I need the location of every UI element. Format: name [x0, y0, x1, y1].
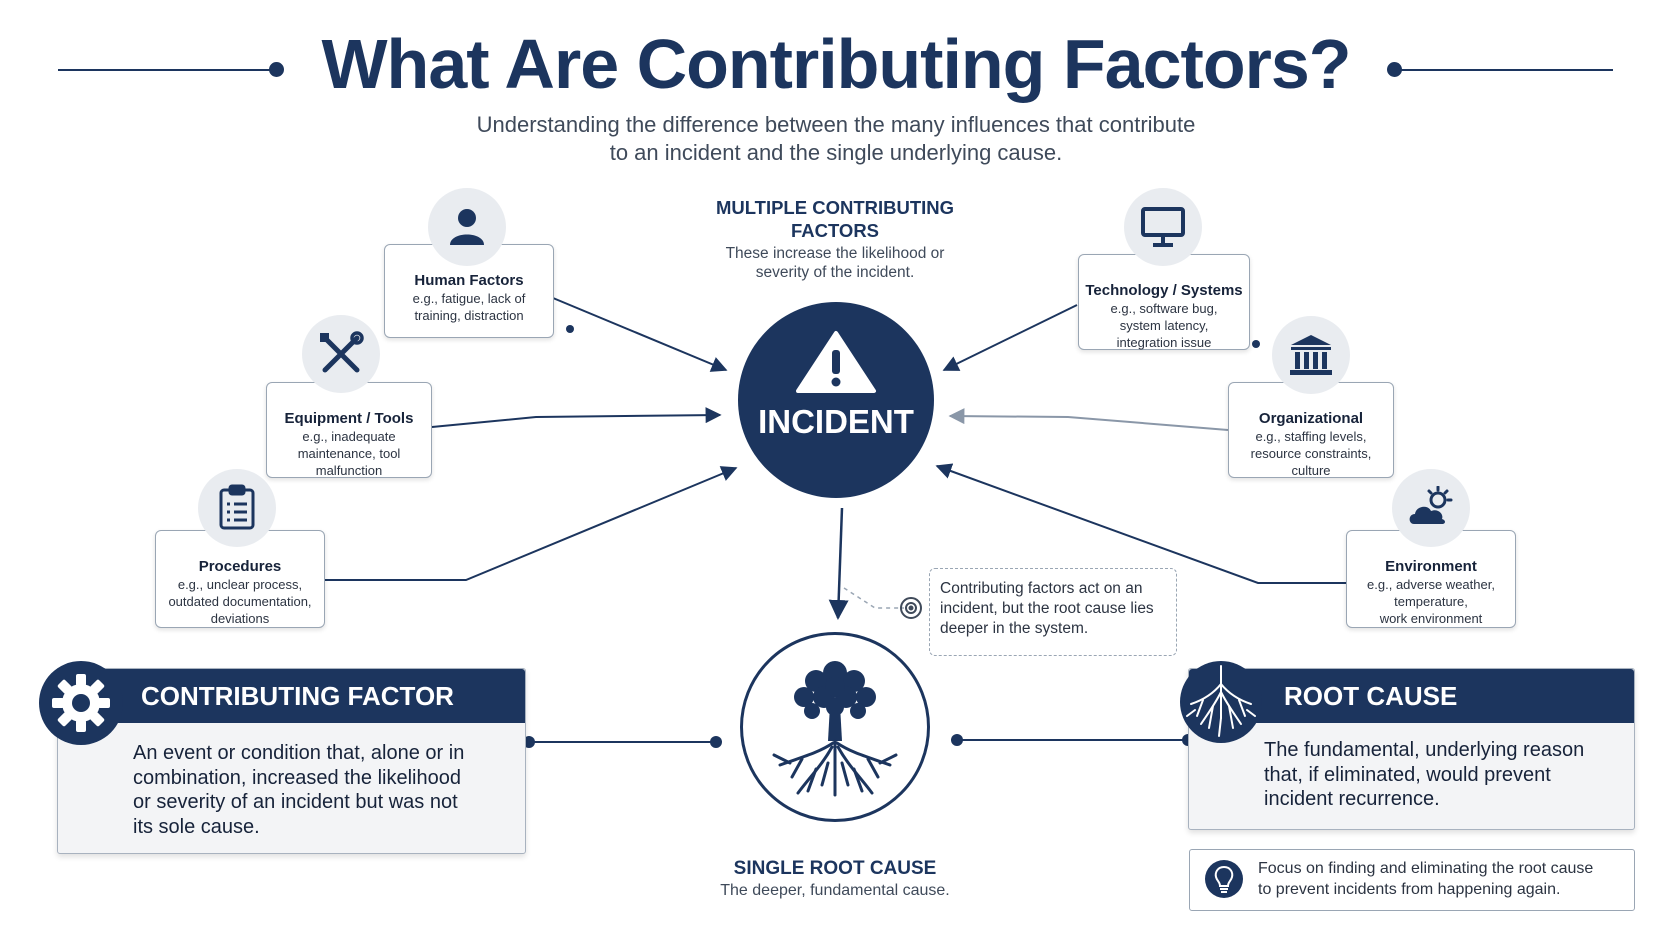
subtitle-line-2: to an incident and the single underlying…: [609, 140, 1063, 165]
root-heading: SINGLE ROOT CAUSE: [733, 858, 937, 879]
factor-desc-line: training, distraction: [414, 308, 524, 323]
factor-desc-line: e.g., adverse weather,: [1367, 577, 1495, 592]
target-icon: [900, 597, 922, 619]
tip-box: [1189, 849, 1635, 911]
factor-desc-line: outdated documentation,: [168, 594, 312, 609]
factor-desc-line: resource constraints,: [1250, 446, 1372, 461]
subtitle-line-1: Understanding the difference between the…: [476, 112, 1196, 137]
roots-icon: [1180, 661, 1262, 743]
definition-line: The fundamental, underlying reason: [1264, 739, 1585, 761]
factor-desc-line: integration issue: [1116, 335, 1212, 350]
page-title: What Are Contributing Factors?: [321, 25, 1351, 103]
contributing-factor-body: An event or condition that, alone or in …: [58, 723, 525, 839]
factor-title: Environment: [1385, 558, 1477, 575]
definition-line: incident recurrence.: [1264, 788, 1440, 810]
factor-card-organizational: Organizational e.g., staffing levels, re…: [1228, 382, 1394, 478]
tip-line: Focus on finding and eliminating the roo…: [1258, 860, 1594, 877]
contributing-factor-panel: CONTRIBUTING FACTOR An event or conditio…: [57, 668, 526, 854]
factor-desc-line: e.g., unclear process,: [177, 577, 303, 592]
title-dot-left: [269, 62, 284, 77]
incident-label: INCIDENT: [758, 403, 914, 440]
factor-desc-line: maintenance, tool: [297, 446, 401, 461]
factor-title: Procedures: [198, 558, 282, 575]
warning-icon: [796, 331, 876, 393]
definition-line: its sole cause.: [133, 815, 260, 838]
factor-desc-line: temperature,: [1394, 594, 1468, 609]
factor-desc-line: e.g., fatigue, lack of: [412, 291, 526, 306]
factor-title: Organizational: [1258, 410, 1364, 427]
tip-text: Focus on finding and eliminating the roo…: [1258, 858, 1630, 900]
factor-desc-line: work environment: [1379, 611, 1483, 626]
factor-title: Technology / Systems: [1085, 282, 1243, 299]
root-cause-body: The fundamental, underlying reason that,…: [1189, 723, 1634, 812]
factor-desc-line: deviations: [210, 611, 270, 626]
connector-procedures: [324, 466, 738, 581]
weather-icon: [1392, 469, 1470, 547]
title-rule-right: [1395, 69, 1613, 71]
note-line: deeper in the system.: [940, 620, 1089, 637]
root-cause-heading: ROOT CAUSE: [1189, 669, 1634, 723]
connector-note: [843, 587, 904, 609]
factor-desc-line: system latency,: [1119, 318, 1209, 333]
tree-roots-icon: [772, 661, 898, 797]
clipboard-icon: [198, 469, 276, 547]
factor-title: Human Factors: [414, 272, 524, 289]
definition-line: An event or condition that, alone or in: [133, 742, 465, 764]
gear-icon: [39, 661, 123, 745]
factor-card-equipment: Equipment / Tools e.g., inadequate maint…: [266, 382, 432, 478]
note-text: Contributing factors act on an incident,…: [940, 579, 1172, 639]
lightbulb-icon: [1205, 860, 1243, 898]
root-cause-panel: ROOT CAUSE The fundamental, underlying r…: [1188, 668, 1635, 830]
monitor-icon: [1124, 188, 1202, 266]
title-rule-left: [58, 69, 276, 71]
building-icon: [1272, 316, 1350, 394]
tip-line: to prevent incidents from happening agai…: [1258, 881, 1561, 898]
connector-incident-root: [828, 507, 849, 620]
multiple-factors-heading-1: MULTIPLE CONTRIBUTING: [715, 197, 955, 218]
root-desc: The deeper, fundamental cause.: [720, 882, 950, 899]
factor-card-technology: Technology / Systems e.g., software bug,…: [1078, 254, 1250, 350]
connector-environment: [935, 463, 1346, 584]
title-dot-right: [1387, 62, 1402, 77]
connector-human: [552, 297, 728, 372]
person-icon: [428, 188, 506, 266]
factor-title: Equipment / Tools: [284, 410, 414, 427]
tools-icon: [302, 315, 380, 393]
multiple-factors-desc-1: These increase the likelihood or: [725, 245, 945, 262]
definition-line: that, if eliminated, would prevent: [1264, 763, 1551, 786]
definition-line: or severity of an incident but was not: [133, 791, 458, 813]
factor-desc-line: e.g., staffing levels,: [1255, 429, 1367, 444]
note-line: incident, but the root cause lies: [940, 600, 1154, 617]
factor-desc-line: malfunction: [315, 463, 383, 478]
note-line: Contributing factors act on an: [940, 580, 1143, 597]
contributing-factor-heading: CONTRIBUTING FACTOR: [58, 669, 525, 723]
note-box: [929, 568, 1177, 656]
multiple-factors-heading-2: FACTORS: [790, 220, 880, 241]
definition-line: combination, increased the likelihood: [133, 766, 461, 789]
factor-desc-line: e.g., inadequate: [302, 429, 396, 444]
factor-desc-line: culture: [1291, 463, 1331, 478]
connector-organizational: [948, 408, 1229, 431]
factor-desc-line: e.g., software bug,: [1110, 301, 1218, 316]
connector-equipment: [431, 407, 722, 428]
connector-technology: [942, 304, 1078, 371]
multiple-factors-desc-2: severity of the incident.: [755, 264, 915, 281]
